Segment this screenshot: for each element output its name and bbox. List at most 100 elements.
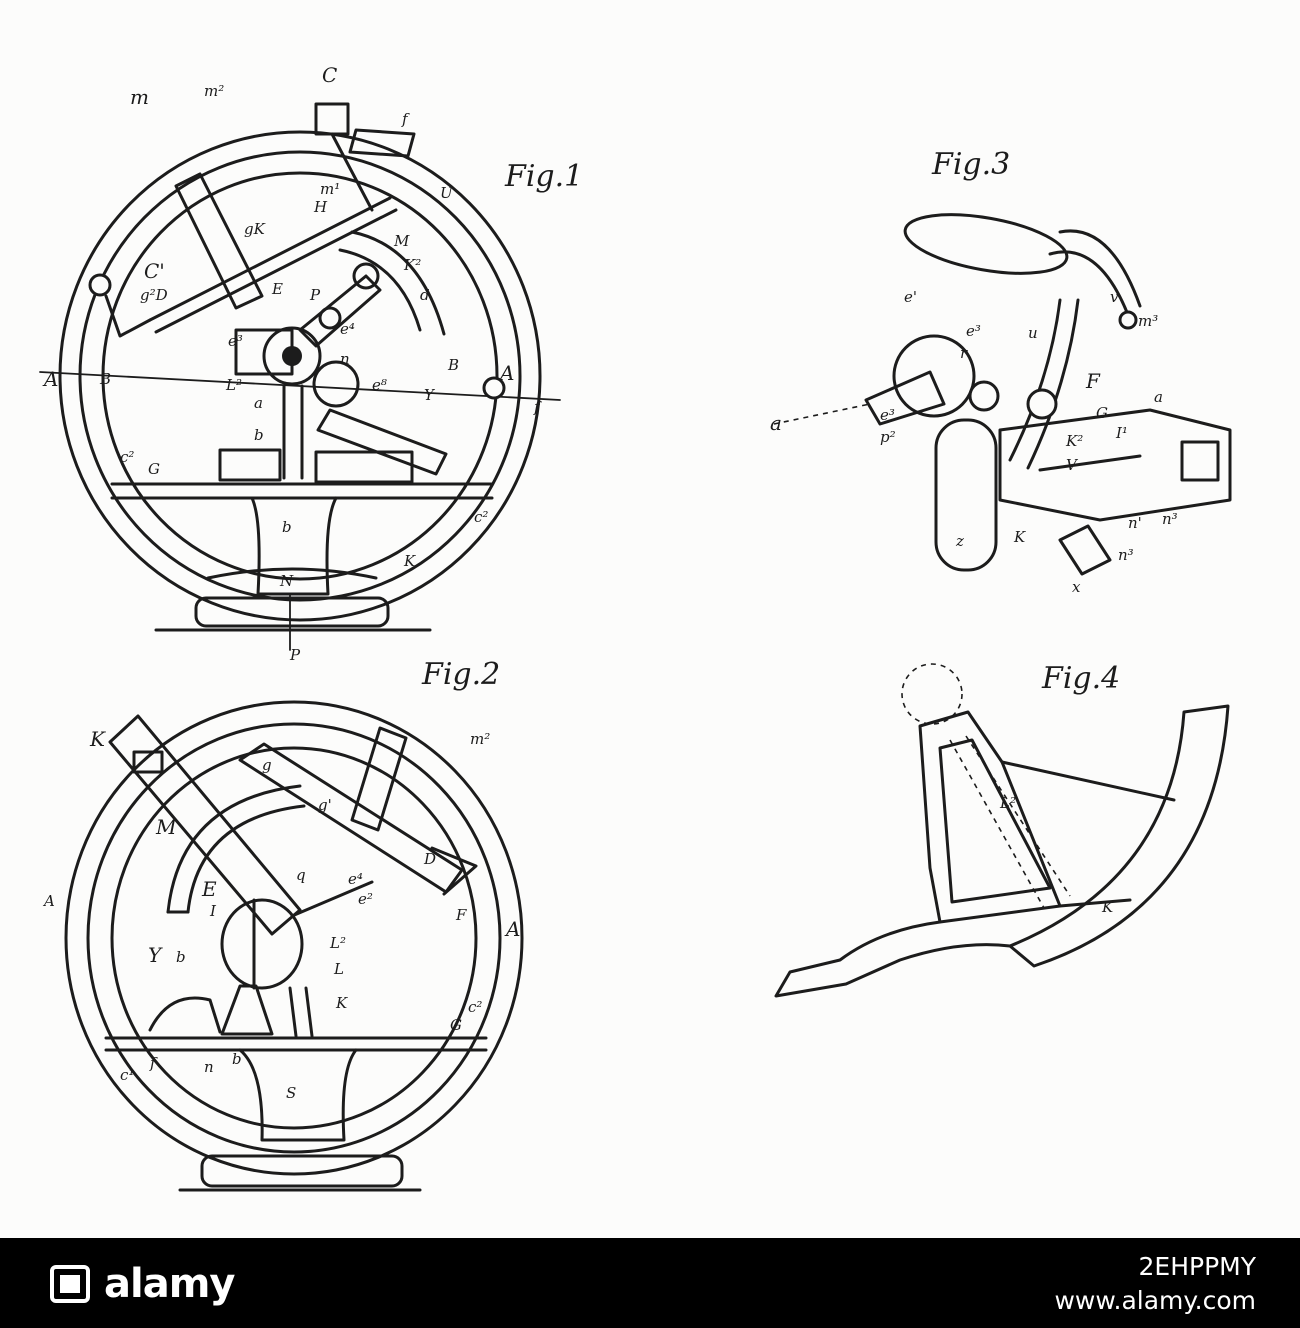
- figure-2: Fig.2 K m² g g' M: [42, 657, 522, 1190]
- fig1-label: B: [447, 356, 459, 374]
- fig1-label: f: [401, 110, 410, 128]
- fig3-label: K²: [1065, 432, 1083, 450]
- fig3-label: a: [770, 411, 782, 435]
- fig1-label: L²: [225, 376, 242, 394]
- fig4-handle: [776, 922, 1010, 996]
- fig4-arc-limb: [1010, 706, 1228, 966]
- fig1-label: b: [282, 518, 292, 536]
- fig3-label: e': [904, 288, 917, 306]
- fig1-horizontal-axis: [40, 372, 560, 400]
- fig2-label: S: [286, 1084, 296, 1102]
- fig1-label: N: [279, 572, 294, 590]
- stock-watermark-banner: alamy 2EHPPMY www.alamy.com: [0, 1238, 1300, 1328]
- fig3-foot-n3: [1060, 526, 1110, 574]
- fig1-clamp-f: [350, 130, 414, 156]
- fig3-label: x: [1072, 578, 1081, 596]
- fig2-label: Y: [148, 943, 163, 967]
- fig1-label: G: [148, 460, 160, 478]
- fig1-base-block-right: [316, 452, 412, 482]
- fig3-knob-2: [1028, 390, 1056, 418]
- fig3-label: m³: [1138, 312, 1158, 330]
- fig1-label: f: [533, 398, 542, 416]
- fig2-label: m²: [470, 730, 490, 748]
- fig3-label: r: [960, 344, 968, 362]
- fig3-label: e³: [966, 322, 981, 340]
- fig1-label: a: [254, 394, 263, 412]
- fig3-pivot-m3: [1120, 312, 1136, 328]
- fig3-label: v: [1110, 288, 1119, 306]
- fig1-label: g²D: [140, 286, 168, 304]
- fig3-label: e³: [880, 406, 895, 424]
- fig3-label: G: [1096, 404, 1108, 422]
- fig2-label: b: [232, 1050, 242, 1068]
- fig1-label: M: [393, 232, 410, 250]
- alamy-wordmark: alamy: [104, 1256, 234, 1312]
- fig3-label: u: [1028, 324, 1038, 342]
- fig4-sightline-1: [950, 740, 1044, 908]
- fig1-middle-ring: [80, 152, 520, 600]
- fig1-label: H: [313, 198, 328, 216]
- fig2-label: M: [155, 815, 177, 839]
- fig1-inner-ring: [103, 173, 497, 579]
- figure-3: Fig.3 e' v m³ e³ r u F a G a e³ I¹ K² p²…: [770, 147, 1230, 596]
- figure-1-title: Fig.1: [504, 159, 583, 194]
- fig1-label: gK: [244, 220, 266, 238]
- fig2-label: e²: [358, 890, 373, 908]
- fig1-label: A: [42, 367, 58, 391]
- fig1-label: e⁴: [340, 320, 355, 338]
- fig1-label: e⁸: [372, 376, 387, 394]
- fig1-label: m²: [204, 82, 224, 100]
- fig2-cone: [222, 986, 272, 1034]
- fig1-label: e³: [228, 332, 243, 350]
- fig1-pivot-left: [90, 275, 110, 295]
- fig1-label: U: [440, 184, 454, 202]
- alamy-brand[interactable]: alamy: [48, 1256, 234, 1312]
- fig2-label: A: [504, 917, 520, 941]
- fig3-label: n³: [1162, 510, 1178, 528]
- fig3-label: p²: [880, 428, 896, 446]
- fig1-arm-y: [318, 410, 446, 474]
- fig1-label: m¹: [320, 180, 340, 198]
- fig1-label: K: [403, 552, 416, 570]
- fig2-hub: [222, 900, 302, 988]
- fig1-label: P: [309, 286, 321, 304]
- fig1-label: C': [144, 259, 165, 283]
- fig2-label: c²: [468, 998, 482, 1016]
- fig1-label: m: [130, 85, 149, 109]
- stock-url[interactable]: www.alamy.com: [1054, 1286, 1256, 1316]
- fig1-index-bar-top: [150, 198, 390, 320]
- fig2-label: b: [176, 948, 186, 966]
- fig1-label: Y: [424, 386, 436, 404]
- fig1-arm-m2: [176, 174, 262, 308]
- fig2-label: L: [333, 960, 344, 978]
- fig2-label: g: [262, 756, 272, 774]
- fig1-base-block-left: [220, 450, 280, 480]
- fig4-lower-bar: [1060, 900, 1130, 906]
- fig2-label: K: [89, 727, 106, 751]
- fig2-rod-l: [290, 988, 296, 1036]
- stock-image-id: 2EHPPMY: [1139, 1252, 1257, 1282]
- fig2-label: L²: [329, 934, 346, 952]
- fig2-label: c¹: [120, 1066, 134, 1084]
- fig4-label: K: [1101, 898, 1114, 916]
- fig1-label: C: [322, 63, 337, 87]
- fig2-label: q: [296, 866, 306, 884]
- fig2-label: K: [335, 994, 348, 1012]
- fig3-rod-v: [1040, 456, 1140, 470]
- fig2-label: D: [423, 850, 436, 868]
- fig4-upper-bar: [1002, 762, 1174, 800]
- patent-drawing-sheet: Fig.1: [0, 0, 1300, 1238]
- alamy-logo-icon: [48, 1261, 94, 1307]
- figure-2-title: Fig.2: [421, 657, 500, 692]
- fig3-label: n': [1128, 514, 1142, 532]
- fig2-label: A: [42, 892, 55, 910]
- fig2-label: g': [318, 796, 332, 814]
- fig2-label: G: [450, 1016, 462, 1034]
- fig3-frame: [1000, 410, 1230, 520]
- fig1-roller: [314, 362, 358, 406]
- fig2-rod-k: [306, 988, 312, 1036]
- fig3-label: F: [1085, 369, 1101, 393]
- fig1-label: P: [289, 646, 301, 664]
- fig1-label: A: [498, 361, 514, 385]
- fig1-small-pin: [320, 308, 340, 328]
